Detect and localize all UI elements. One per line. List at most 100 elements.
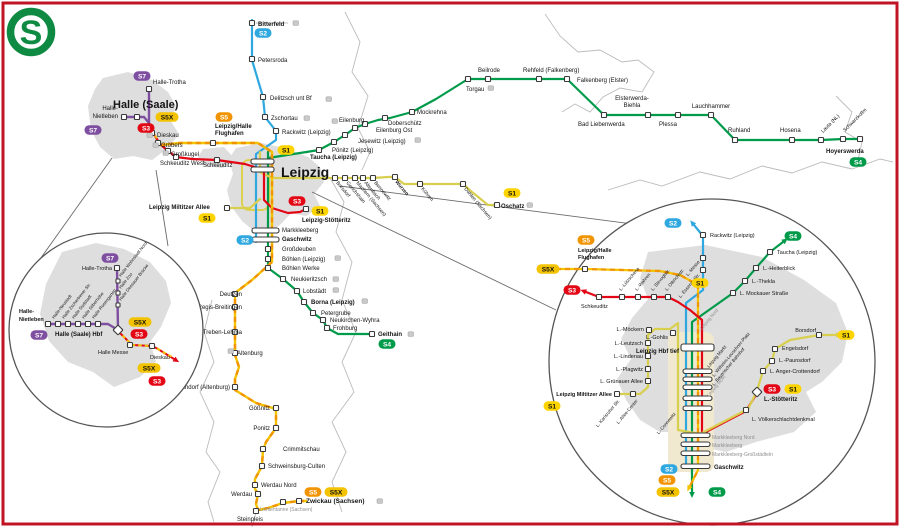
station-marker: [133, 113, 141, 121]
station-marker: [391, 173, 399, 181]
line-badge: [137, 123, 155, 133]
station-marker: [172, 153, 180, 161]
parking-icon: [376, 498, 383, 504]
station-marker: [279, 498, 287, 506]
station-label: Pönitz (Leipzig): [332, 148, 373, 154]
station-marker: [94, 320, 102, 328]
station-label: Halle (Saale) Hbf: [55, 332, 103, 338]
line-badge-label: S5: [220, 114, 228, 121]
line-badge: [30, 330, 48, 340]
parking-icon: [325, 96, 332, 102]
station-label: Frohburg: [333, 326, 357, 332]
route-line-s1l: [615, 321, 821, 436]
parking-icon: [407, 331, 414, 337]
station-marker: [126, 341, 134, 349]
line-badge: [288, 196, 306, 206]
station-label: L.-Lindenau: [614, 354, 643, 360]
line-badge-label: S2: [259, 30, 267, 37]
route-line-s1l: [225, 197, 262, 210]
border-line: [544, 13, 655, 113]
station-label: Rehfeld (Falkenberg): [523, 68, 579, 74]
station-label: Oschatz: [501, 204, 524, 210]
station-label: Markkleeberg Nord: [712, 435, 755, 441]
station-marker: [664, 293, 672, 301]
line-badge: [311, 206, 329, 216]
station-label: Leipzig Hbf tief: [636, 349, 680, 355]
line-badge-label: S5X: [330, 489, 343, 496]
station-marker: [261, 113, 269, 121]
station-marker: [115, 302, 121, 308]
station-label: Lehndorf (Altenburg): [175, 385, 230, 391]
station-marker: [644, 111, 652, 119]
line-badge-label: S1: [282, 147, 290, 154]
station-label: Altenburg: [237, 351, 263, 357]
parking-icon: [332, 276, 339, 282]
line-badge-label: S3: [568, 287, 576, 294]
station-marker: [115, 278, 121, 284]
station-marker: [788, 136, 796, 144]
station-marker: [252, 507, 260, 515]
station-label: Hosena: [780, 128, 801, 134]
line-badge-label: S7: [89, 127, 97, 134]
station-marker: [699, 231, 707, 239]
parking-icon: [526, 202, 533, 208]
station-label: Plessa: [659, 122, 678, 128]
route-arrowhead: [690, 220, 697, 227]
parking-icon: [487, 85, 494, 91]
inset-leader-line: [311, 191, 557, 311]
station-marker: [416, 180, 424, 188]
line-badge: [536, 264, 560, 274]
line-badge: [664, 218, 682, 228]
s-bahn-logo: [6, 7, 56, 57]
line-badge-label: S3: [135, 331, 143, 338]
line-badge-label: S2: [241, 237, 249, 244]
line-badge: [155, 112, 179, 122]
station-marker: [331, 174, 339, 182]
station-marker: [563, 75, 571, 83]
line-badge: [130, 329, 148, 339]
station-label: Schkeuditz: [581, 304, 608, 310]
station-label: Elsterwerda-: [615, 96, 649, 102]
station-marker: [699, 266, 707, 274]
line-badge-label: S5X: [134, 319, 147, 326]
station-label: Zschortau: [271, 116, 298, 122]
station-label: Falkenberg (Elster): [577, 78, 628, 84]
line-badge-label: S7: [138, 73, 146, 80]
station-label: Böhlen Werke: [282, 266, 320, 272]
station-marker: [272, 424, 280, 432]
line-badge: [137, 363, 161, 373]
station-marker: [707, 111, 715, 119]
line-badge-label: S7: [35, 332, 43, 339]
line-badge: [660, 464, 678, 474]
station-marker: [600, 111, 608, 119]
route-arrowhead: [172, 356, 180, 363]
station-marker: [742, 406, 750, 414]
station-label: Halle-Trotha: [82, 266, 113, 272]
station-label: L. Anger-Crottendorf: [770, 369, 820, 375]
station-marker: [759, 367, 767, 375]
line-badge-label: S2: [665, 466, 673, 473]
line-badge-label: S4: [713, 489, 721, 496]
station-label: Jesewitz (Leipzig): [358, 139, 406, 145]
line-badge-label: S1: [203, 215, 211, 222]
station-marker: [272, 127, 280, 135]
station-label: Borna (Leipzig): [311, 300, 355, 306]
station-marker: [231, 303, 239, 311]
station-marker: [251, 481, 259, 489]
station-label: Nietleben: [93, 114, 118, 120]
station-marker: [84, 320, 92, 328]
station-label: Markkleeberg: [712, 443, 743, 449]
station-marker: [315, 146, 323, 154]
station-marker: [319, 316, 327, 324]
station-label: Beilrode: [478, 68, 501, 74]
line-badge: [378, 339, 396, 349]
station-marker: [231, 383, 239, 391]
station-bar: [250, 166, 275, 173]
city-area: [40, 243, 171, 387]
station-marker: [535, 75, 543, 83]
line-badge-label: S5: [309, 489, 317, 496]
station-bar: [251, 236, 280, 243]
station-marker: [629, 390, 637, 398]
station-label: Ruhland: [728, 128, 750, 134]
